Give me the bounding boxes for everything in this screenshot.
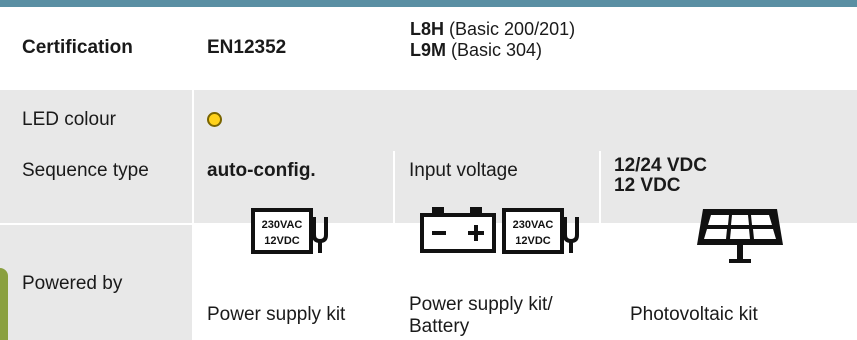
powered-by-row: Powered by 230VAC 12VDC Power supply kit… [0,207,857,340]
sequence-type-value: auto-config. [207,160,316,181]
mains-plug-icon: 230VAC 12VDC [251,208,328,254]
powered-by-label: Powered by [22,273,123,294]
sequence-row: Sequence type auto-config. Input voltage… [0,151,857,223]
cell-divider [393,151,395,223]
kit-2-name-line-2: Battery [409,316,470,337]
kit-2-name-line-1: Power supply kit/ [409,294,553,315]
led-colour-row: LED colour [0,89,857,153]
model-line-2: L9M (Basic 304) [410,40,542,60]
model-code-2: L9M [410,40,446,60]
model-code-1: L8H [410,19,445,39]
certification-row: Certification EN12352 L8H (Basic 200/201… [0,7,857,89]
decorative-leaf-edge [0,268,8,340]
input-voltage-label: Input voltage [409,160,518,181]
kit-1-name: Power supply kit [207,304,346,325]
voltage-value-1: 12/24 VDC [614,155,707,176]
sequence-type-label: Sequence type [22,160,149,181]
led-colour-label: LED colour [22,109,116,130]
cell-divider [599,151,601,223]
certification-standard: EN12352 [207,37,287,58]
kit-3-name: Photovoltaic kit [630,304,758,325]
svg-text:12VDC: 12VDC [515,235,551,247]
solar-panel-icon [697,209,783,263]
svg-text:12VDC: 12VDC [264,235,300,247]
model-desc-2: (Basic 304) [451,40,543,60]
model-desc-1: (Basic 200/201) [449,19,576,39]
powered-by-label-cell [0,225,192,340]
voltage-value-2: 12 VDC [614,175,681,196]
svg-text:230VAC: 230VAC [262,219,303,231]
model-line-1: L8H (Basic 200/201) [410,19,575,39]
certification-label: Certification [22,37,133,58]
battery-and-mains-plug-icon: 230VAC 12VDC [420,207,579,254]
svg-text:230VAC: 230VAC [513,219,554,231]
top-accent-bar [0,0,857,7]
cell-divider [192,151,194,223]
cell-divider [192,90,194,152]
led-yellow-indicator-icon [207,112,222,127]
